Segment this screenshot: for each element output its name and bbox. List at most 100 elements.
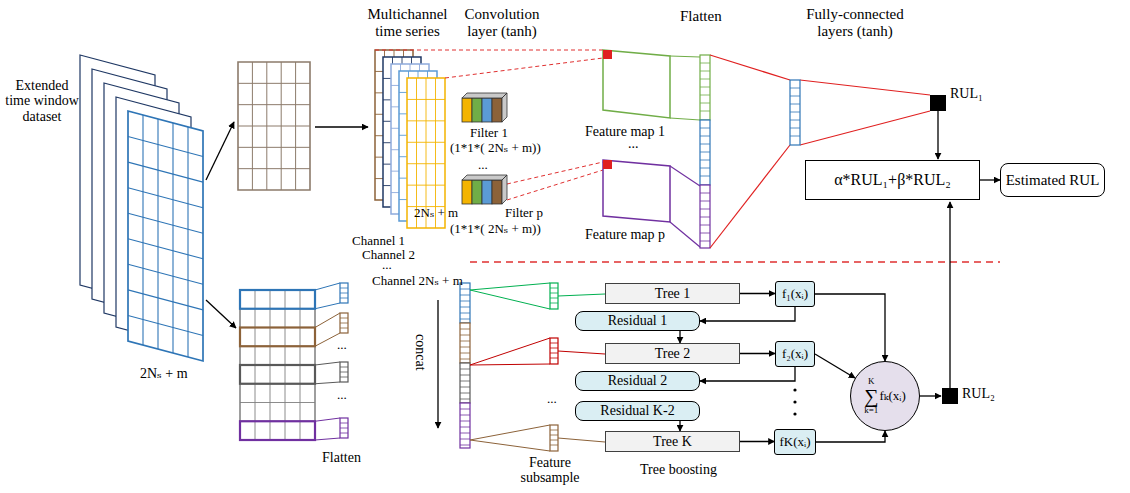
vector-cell	[550, 358, 558, 359]
tree-box: Tree 1	[605, 283, 740, 304]
window-grid	[240, 290, 315, 440]
channel-stack	[375, 50, 445, 228]
stage-title: Flatten	[322, 450, 361, 465]
stage-title: Feature subsample	[508, 455, 592, 486]
subsample-line	[558, 351, 605, 354]
flatten-lines	[670, 56, 700, 247]
flatten-line	[315, 382, 340, 384]
vector-cell	[340, 318, 348, 319]
node-text: Tree 1	[655, 286, 691, 302]
vector-cell	[460, 353, 470, 354]
vector-cell	[700, 152, 710, 153]
vector-cell	[550, 435, 558, 436]
vector-cell	[340, 377, 348, 378]
vector-cell	[460, 295, 470, 296]
vector-cell	[460, 387, 470, 388]
stage-title: Convolution layer (tanh)	[452, 6, 552, 39]
vector-cell	[340, 323, 348, 324]
connector	[740, 293, 775, 294]
vector-cell	[460, 421, 470, 422]
grid-outline	[128, 111, 203, 361]
subsample-line	[470, 290, 550, 309]
vector-cell	[790, 88, 800, 89]
split-arrow	[206, 300, 236, 328]
concat-label: concat	[413, 334, 428, 371]
vector-cell	[550, 440, 558, 441]
vector-cell	[460, 445, 470, 446]
vector-cell	[340, 372, 348, 373]
dense-vector	[790, 80, 800, 145]
grid-line	[240, 402, 315, 403]
subsample-line	[558, 294, 605, 296]
grid-line	[407, 120, 445, 121]
connector	[740, 441, 774, 442]
node-text: Residual 2	[608, 373, 668, 389]
grid-line	[238, 147, 310, 148]
node-text: Tree K	[653, 434, 692, 450]
vector-cell	[700, 168, 710, 169]
subsample-vectors	[470, 283, 605, 451]
connector	[740, 353, 775, 354]
vector-cell	[460, 329, 470, 330]
dataset-title: Extended time window dataset	[3, 78, 81, 124]
vector-cell	[460, 369, 470, 370]
vector-cell	[550, 293, 558, 294]
vector-cell	[700, 63, 710, 64]
flatten-line	[315, 333, 340, 346]
vector-cell	[700, 144, 710, 145]
grid-line	[128, 290, 203, 310]
dense-lines	[710, 55, 930, 248]
grid-line	[238, 104, 310, 105]
function-box: f₂(xᵢ)	[775, 341, 815, 367]
vector-box	[460, 403, 470, 448]
node-text: Estimated RUL	[1006, 172, 1100, 189]
output-square	[942, 388, 958, 404]
sum-sign: ∑	[864, 386, 878, 406]
node-text: f₂(xᵢ)	[782, 346, 808, 362]
ellipsis: ...	[382, 258, 392, 272]
vector-cell	[550, 445, 558, 446]
subsample-line	[470, 425, 550, 440]
dataset-stack	[80, 55, 203, 361]
vector-cell	[460, 335, 470, 336]
grid-line	[238, 168, 310, 169]
row-highlight	[240, 365, 315, 384]
feature-map	[603, 50, 670, 118]
map-label: Feature map p	[585, 227, 665, 242]
node-text: f₁(xᵢ)	[782, 286, 808, 302]
grid-line	[157, 119, 158, 349]
split-arrow	[206, 122, 234, 180]
tree-box: Tree 2	[605, 343, 740, 364]
window-grid	[238, 62, 310, 190]
vector-box	[700, 55, 710, 120]
output-square	[930, 95, 946, 111]
vector-cell	[700, 111, 710, 112]
vector-cell	[550, 343, 558, 344]
node-text: Residual K-2	[600, 403, 674, 419]
vector-box	[700, 120, 710, 185]
filter-label: Filter p	[505, 206, 543, 220]
stage-title: Multichannel time series	[360, 6, 455, 39]
rul-arrow	[949, 202, 950, 388]
flatten-line	[315, 362, 340, 365]
vector-cell	[700, 209, 710, 210]
vector-cell	[700, 71, 710, 72]
grid-line	[238, 83, 310, 84]
node-text: α*RUL₁+β*RUL₂	[834, 171, 951, 189]
grid-line	[142, 115, 143, 345]
connector	[816, 431, 886, 442]
vector-cell	[790, 128, 800, 129]
separator	[470, 261, 1000, 263]
flatten-line	[315, 303, 340, 309]
connector	[700, 307, 795, 321]
grid-line	[128, 264, 203, 284]
feature-map	[603, 160, 670, 222]
concat-vector	[460, 283, 470, 448]
grid-line	[407, 99, 445, 100]
vector-cell	[460, 393, 470, 394]
subsample-line	[470, 338, 550, 365]
vector-box	[550, 338, 558, 364]
connector	[815, 354, 855, 378]
grid-line	[407, 163, 445, 164]
vector-cell	[700, 136, 710, 137]
